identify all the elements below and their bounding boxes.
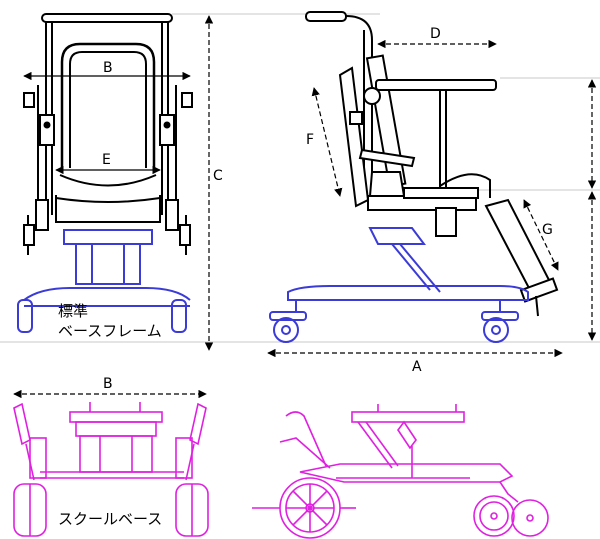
label-c: C bbox=[213, 168, 223, 184]
side-view-standard: D F G A bbox=[267, 11, 597, 375]
dimension-c: C bbox=[204, 15, 223, 351]
school-base-label: スクールベース bbox=[58, 510, 162, 528]
guide-lines bbox=[0, 13, 600, 343]
dimension-e: E bbox=[55, 152, 161, 175]
school-base-front-frame bbox=[13, 402, 209, 537]
standard-base-label-line2: ベースフレーム bbox=[58, 322, 162, 340]
side-frame bbox=[305, 11, 559, 317]
side-base-frame bbox=[269, 227, 529, 343]
front-frame bbox=[23, 13, 193, 255]
label-f: F bbox=[306, 132, 314, 148]
dimension-g: G bbox=[523, 199, 559, 271]
dimension-b-school: B bbox=[13, 376, 207, 399]
label-a: A bbox=[412, 359, 422, 375]
dimension-d: D bbox=[377, 26, 497, 49]
dimension-f: F bbox=[306, 87, 343, 197]
label-b-bottom: B bbox=[103, 376, 113, 392]
label-b-top: B bbox=[103, 60, 113, 76]
front-view-standard: B E 標準 ベースフレーム bbox=[17, 13, 193, 340]
dimension-a: A bbox=[267, 348, 563, 375]
standard-base-label-line1: 標準 bbox=[58, 302, 88, 320]
label-g: G bbox=[542, 222, 553, 238]
label-e: E bbox=[102, 152, 111, 168]
label-d: D bbox=[430, 26, 441, 42]
dimension-b-front: B bbox=[23, 60, 191, 81]
standard-base-frame bbox=[17, 229, 191, 333]
front-view-school: B スクールベース bbox=[13, 376, 209, 537]
side-view-school bbox=[252, 404, 549, 539]
